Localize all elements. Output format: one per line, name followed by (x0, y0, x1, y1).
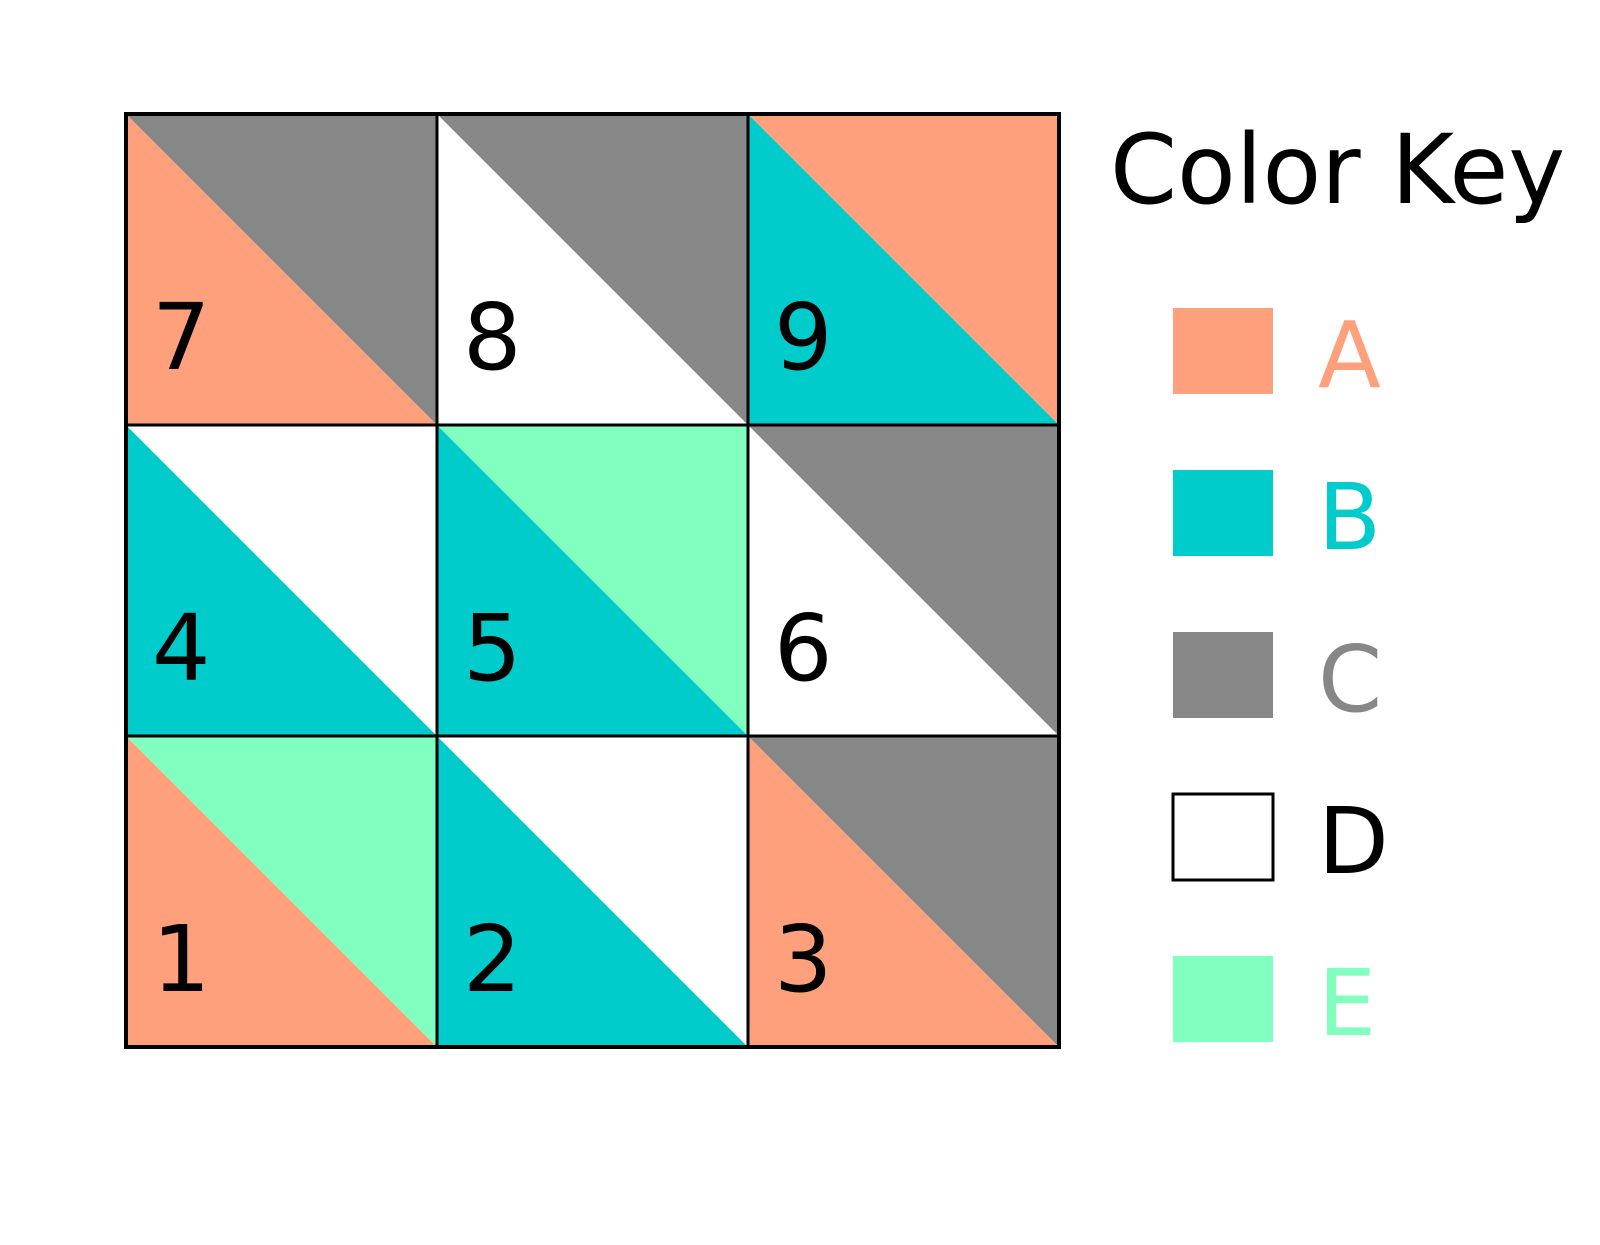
block-number-label: 8 (463, 284, 522, 391)
color-key-item-d: D (1171, 788, 1389, 895)
block-5-upper-triangle (437, 425, 748, 736)
block-number-label: 6 (774, 595, 833, 702)
block-number-label: 7 (152, 284, 211, 391)
quilt-block-7: 7 (124, 112, 439, 427)
quilt-block-8: 8 (435, 112, 750, 427)
color-swatch (1171, 792, 1275, 882)
block-number-label: 3 (774, 906, 833, 1013)
block-8-upper-triangle (437, 114, 748, 425)
color-key-letter: B (1318, 464, 1381, 571)
block-number-label: 2 (463, 906, 522, 1013)
color-swatch (1173, 470, 1273, 556)
block-6-upper-triangle (748, 425, 1059, 736)
block-3-upper-triangle (748, 736, 1059, 1047)
color-key-item-a: A (1173, 302, 1381, 409)
block-2-upper-triangle (437, 736, 748, 1047)
quilt-block-6: 6 (746, 423, 1061, 738)
quilt-block-5: 5 (435, 423, 750, 738)
quilt-outer-border (124, 112, 1061, 1049)
color-key-item-c: C (1173, 626, 1382, 733)
block-number-label: 4 (152, 595, 211, 702)
color-key-title: Color Key (1110, 114, 1565, 226)
color-key-letter: C (1318, 626, 1382, 733)
quilt-block-3: 3 (746, 734, 1061, 1049)
quilt-block-4: 4 (124, 423, 439, 738)
color-key-letter: A (1318, 302, 1381, 409)
block-number-label: 1 (152, 906, 211, 1013)
color-swatch (1173, 956, 1273, 1042)
color-key-letter: D (1318, 788, 1389, 895)
color-key-item-b: B (1173, 464, 1381, 571)
block-number-label: 5 (463, 595, 522, 702)
block-9-upper-triangle (748, 114, 1059, 425)
block-number-label: 9 (774, 284, 833, 391)
quilt-grid: 7 8 9 4 5 6 1 2 3 (124, 112, 1061, 1049)
quilt-block-9: 9 (746, 112, 1061, 427)
quilt-block-1: 1 (124, 734, 439, 1049)
color-key-item-e: E (1173, 950, 1376, 1057)
color-swatch (1173, 308, 1273, 394)
color-swatch (1173, 632, 1273, 718)
quilt-block-2: 2 (435, 734, 750, 1049)
block-4-upper-triangle (126, 425, 437, 736)
block-7-upper-triangle (126, 114, 437, 425)
block-1-upper-triangle (126, 736, 437, 1047)
color-key-letter: E (1318, 950, 1376, 1057)
